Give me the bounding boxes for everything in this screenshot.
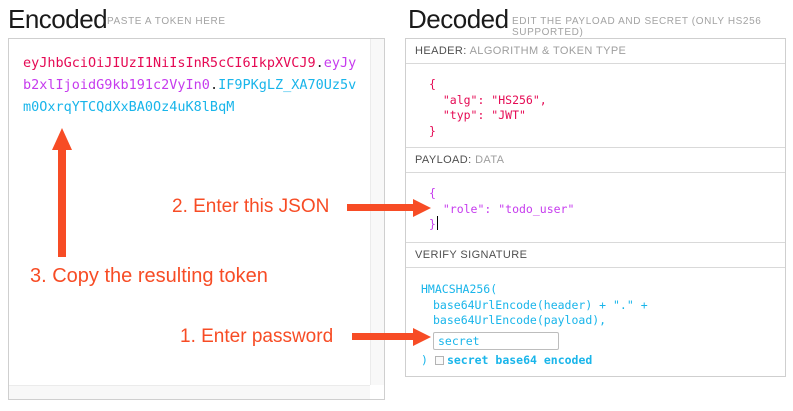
decoded-panel: HEADER: ALGORITHM & TOKEN TYPE { "alg": … xyxy=(405,38,786,377)
step2-arrow-right-icon xyxy=(413,199,431,217)
step3-arrow-shaft xyxy=(58,149,66,257)
step1-arrow-shaft xyxy=(352,333,414,340)
signature-closing-paren: ) xyxy=(421,352,428,367)
encoded-subtitle: PASTE A TOKEN HERE xyxy=(107,16,226,27)
header-section-label: HEADER: xyxy=(415,45,467,57)
header-section-description: ALGORITHM & TOKEN TYPE xyxy=(469,45,627,57)
payload-section-description: DATA xyxy=(475,154,505,166)
verify-signature-area: HMACSHA256( base64UrlEncode(header) + ".… xyxy=(406,268,785,380)
token-separator: . xyxy=(209,77,219,93)
base64-encoded-checkbox[interactable] xyxy=(434,355,444,365)
base64-encoded-label: secret base64 encoded xyxy=(446,352,593,367)
payload-json-code: { "role": "todo_user" } xyxy=(429,186,575,231)
signature-function-line: HMACSHA256( xyxy=(421,282,498,296)
signature-formula: HMACSHA256( base64UrlEncode(header) + ".… xyxy=(406,268,785,329)
signature-arg1: base64UrlEncode(header) + "." + xyxy=(433,297,648,312)
decoded-title: Decoded xyxy=(408,4,509,34)
token-separator: . xyxy=(315,55,324,71)
token-payload-segment: eyJyb2xlIjoidG9kb191c2VyIn0 xyxy=(23,55,357,93)
step3-arrow-up-icon xyxy=(52,128,72,150)
payload-section-title: PAYLOAD: DATA xyxy=(406,148,785,173)
decoded-subtitle: EDIT THE PAYLOAD AND SECRET (ONLY HS256 … xyxy=(512,16,762,38)
step2-arrow-shaft xyxy=(347,204,414,211)
annotation-step3-text: 3. Copy the resulting token xyxy=(30,265,268,287)
secret-input[interactable] xyxy=(433,331,559,350)
step1-arrow-right-icon xyxy=(413,328,431,346)
encoded-title: Encoded xyxy=(8,4,108,34)
signature-section-label: VERIFY SIGNATURE xyxy=(415,249,528,261)
horizontal-scrollbar[interactable] xyxy=(9,385,370,399)
vertical-scrollbar[interactable] xyxy=(370,39,384,385)
jwt-token-text[interactable]: eyJhbGciOiJIUzI1NiIsInR5cCI6IkpXVCJ9.eyJ… xyxy=(9,39,370,385)
signature-section-title: VERIFY SIGNATURE xyxy=(406,243,785,268)
annotation-step2-text: 2. Enter this JSON xyxy=(172,196,330,217)
header-json-editor[interactable]: { "alg": "HS256", "typ": "JWT" } xyxy=(406,64,785,148)
payload-section-label: PAYLOAD: xyxy=(415,154,472,166)
encoded-token-editor[interactable]: eyJhbGciOiJIUzI1NiIsInR5cCI6IkpXVCJ9.eyJ… xyxy=(8,38,385,400)
signature-arg2: base64UrlEncode(payload), xyxy=(433,313,607,327)
token-header-segment: eyJhbGciOiJIUzI1NiIsInR5cCI6IkpXVCJ9 xyxy=(23,55,316,71)
header-json-code: { "alg": "HS256", "typ": "JWT" } xyxy=(429,77,547,138)
annotation-step1-text: 1. Enter password xyxy=(180,326,334,347)
text-cursor xyxy=(437,216,438,230)
token-signature-segment: IF9PKgLZ_XA70Uz5vm0OxrqYTCQdXxBA0Oz4uK8l… xyxy=(23,77,357,115)
payload-json-editor[interactable]: { "role": "todo_user" } xyxy=(406,173,785,243)
header-section-title: HEADER: ALGORITHM & TOKEN TYPE xyxy=(406,39,785,64)
